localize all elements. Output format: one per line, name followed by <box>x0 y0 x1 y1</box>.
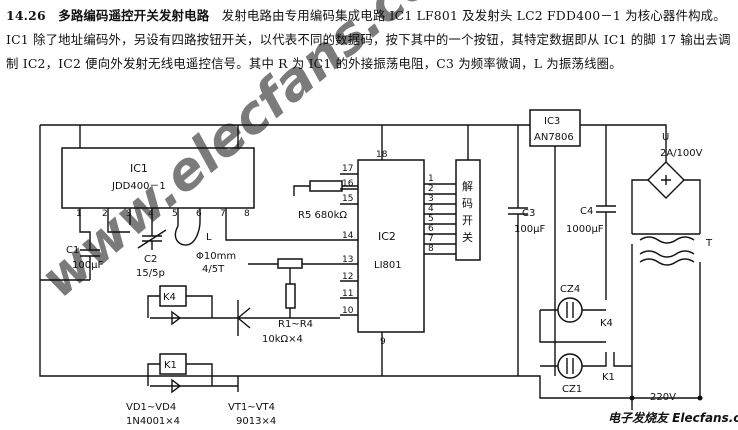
ic2-pin-10: 10 <box>342 306 354 316</box>
relay-k4: K4 <box>147 285 238 326</box>
socket-cz1: CZ1 K1 <box>540 352 632 395</box>
ic3-label: IC3 <box>544 116 560 127</box>
ic3-regulator: IC3 AN7806 <box>529 109 581 376</box>
bottom-rail <box>238 375 700 399</box>
rectifier-label: U <box>662 132 669 143</box>
section-body: 发射电路由专用编码集成电路 IC1 LF801 及发射头 LC2 FDD400－… <box>6 8 731 71</box>
c1-value: 100μF <box>72 260 103 271</box>
ic2-pin-15: 15 <box>342 194 353 204</box>
k1-relay-label: K1 <box>164 360 177 371</box>
coil-label: L <box>206 232 212 243</box>
ic2-label: IC2 <box>378 230 396 243</box>
cz4-label: CZ4 <box>560 284 580 295</box>
ic1-pin-4: 4 <box>148 209 154 219</box>
resistors-r1-r4: R1~R4 10kΩ×4 <box>238 258 340 345</box>
capacitor-c4: C4 1000μF <box>566 125 616 300</box>
ic2-rpin-4: 4 <box>428 204 434 214</box>
ic2-block: 18 9 IC2 LI801 17 16 15 14 13 12 11 10 1… <box>340 125 456 376</box>
capacitor-c2: C2 15/5p <box>136 229 167 279</box>
ic1-pin-8: 8 <box>244 209 250 219</box>
decoder-char-2: 码 <box>462 197 473 210</box>
ic1-block: IC1 JDD400－1 1 2 3 4 5 6 7 8 <box>61 125 340 245</box>
coil-spec-2: 4/5T <box>202 264 225 275</box>
ic3-part: AN7806 <box>534 132 574 143</box>
k4-relay-label: K4 <box>163 292 176 303</box>
k4-contact-label: K4 <box>600 318 613 329</box>
vt-label: VT1~VT4 <box>228 402 275 413</box>
ic2-body <box>357 159 425 333</box>
ic2-rpin-3: 3 <box>428 194 434 204</box>
ic1-pin-2: 2 <box>102 209 108 219</box>
c3-label: C3 <box>522 208 535 219</box>
ic1-pin-3: 3 <box>126 209 132 219</box>
ic2-rpin-1: 1 <box>428 174 434 184</box>
ic2-pin-12: 12 <box>342 272 353 282</box>
section-number: 14.26 <box>6 8 46 23</box>
r5-label: R5 680kΩ <box>298 210 347 221</box>
k1-contact-label: K1 <box>602 372 615 383</box>
resistor-r5: R5 680kΩ <box>293 180 358 221</box>
ic2-rpin-7: 7 <box>428 234 434 244</box>
mains-label: 220V <box>650 392 676 403</box>
ic1-body <box>61 147 255 209</box>
ic2-rpin-2: 2 <box>428 184 434 194</box>
bridge-rectifier: U 2A/100V <box>631 132 703 234</box>
description-text: 14.26 多路编码遥控开关发射电路 发射电路由专用编码集成电路 IC1 LF8… <box>6 4 734 76</box>
capacitor-c1: C1 100μF <box>40 245 103 281</box>
ic2-pin-11: 11 <box>342 289 353 299</box>
ic2-rpin-5: 5 <box>428 214 434 224</box>
rectifier-value: 2A/100V <box>660 148 703 159</box>
logo-text: 电子发烧友 Elecfans.com <box>608 411 738 425</box>
top-rail <box>40 124 667 162</box>
decoder-switch-block: 解 码 开 关 <box>455 125 481 261</box>
c4-value: 1000μF <box>566 224 604 235</box>
ic2-pin-16: 16 <box>342 179 354 189</box>
ic1-part: JDD400－1 <box>111 181 166 192</box>
relay-k1: K1 <box>147 353 238 394</box>
ic2-pin-9: 9 <box>380 337 386 347</box>
mains-input: 220V <box>629 392 703 403</box>
c2-value: 15/5p <box>136 268 165 279</box>
decoder-char-4: 关 <box>462 230 473 244</box>
decoder-char-1: 解 <box>462 179 473 193</box>
r1r4-label: R1~R4 <box>278 319 313 330</box>
ic1-pin-6: 6 <box>196 209 202 219</box>
ic1-pin-7: 7 <box>220 209 226 219</box>
transistor-vt <box>237 300 251 392</box>
c3-value: 100μF <box>514 224 545 235</box>
vd-value: 1N4001×4 <box>126 416 180 427</box>
r1r4-value: 10kΩ×4 <box>262 334 303 345</box>
c2-label: C2 <box>144 254 157 265</box>
ic2-pin-18: 18 <box>376 150 388 160</box>
c4-label: C4 <box>580 206 593 217</box>
vd-label: VD1~VD4 <box>126 402 176 413</box>
left-rail <box>39 125 238 377</box>
transformer-t: T <box>631 233 713 410</box>
ic2-pin-13: 13 <box>342 255 353 265</box>
ic2-rpin-8: 8 <box>428 244 434 254</box>
coil-spec-1: Φ10mm <box>196 251 236 262</box>
capacitor-c3: C3 100μF <box>508 125 545 376</box>
cz1-label: CZ1 <box>562 384 582 395</box>
socket-cz4: CZ4 K4 <box>539 284 613 343</box>
ic2-pin-14: 14 <box>342 231 354 241</box>
ic2-pin-17: 17 <box>342 164 353 174</box>
ic1-pin-1: 1 <box>76 209 82 219</box>
decoder-char-3: 开 <box>462 214 473 227</box>
vt-value: 9013×4 <box>236 416 276 427</box>
ic2-rpin-6: 6 <box>428 224 434 234</box>
ic1-pin-5: 5 <box>172 209 178 219</box>
ic2-part: LI801 <box>374 260 402 271</box>
ic1-label: IC1 <box>130 162 148 175</box>
section-heading: 多路编码遥控开关发射电路 <box>58 8 210 23</box>
c1-label: C1 <box>66 245 79 256</box>
coil-l: L Φ10mm 4/5T <box>174 221 236 275</box>
transformer-label: T <box>705 238 713 249</box>
